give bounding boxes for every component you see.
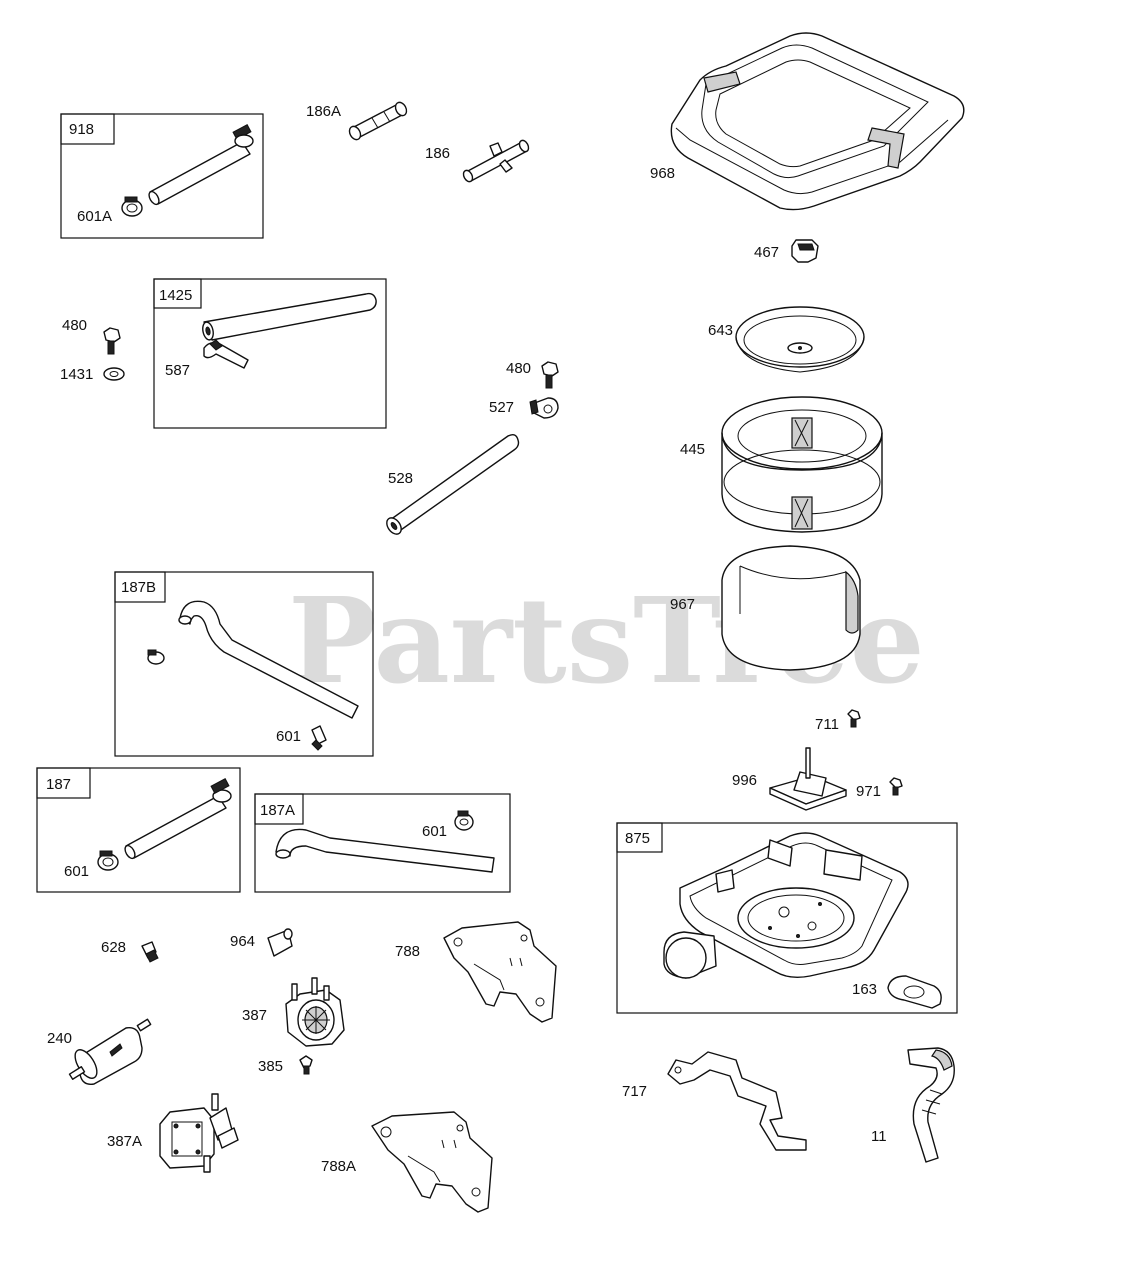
part-clamp-601-187[interactable] (97, 850, 119, 871)
part-fuel-line-187[interactable] (123, 778, 232, 860)
label-480-mid: 480 (506, 360, 531, 377)
part-air-filter-445[interactable] (721, 396, 883, 533)
kit-box-875[interactable]: 875 (616, 822, 958, 1014)
label-601-187B: 601 (276, 728, 301, 745)
part-washer-1431[interactable] (103, 367, 125, 381)
label-240: 240 (47, 1030, 72, 1047)
kit-box-187B[interactable]: 187B (114, 571, 374, 757)
label-964: 964 (230, 933, 255, 950)
part-hose-187A[interactable] (275, 828, 495, 873)
part-cap-964[interactable] (267, 928, 293, 957)
kit-label-187A: 187A (260, 802, 295, 819)
kit-label-1425: 1425 (159, 287, 192, 304)
kit-box-1425[interactable]: 1425 (153, 278, 387, 429)
part-connector-186A[interactable] (347, 100, 408, 141)
kit-label-187B: 187B (121, 579, 156, 596)
label-186: 186 (425, 145, 450, 162)
kit-label-875: 875 (625, 830, 650, 847)
label-527: 527 (489, 399, 514, 416)
kit-box-918[interactable]: 918 (60, 113, 264, 239)
label-385: 385 (258, 1058, 283, 1075)
part-screw-971[interactable] (889, 777, 903, 796)
label-1431: 1431 (60, 366, 93, 383)
label-11: 11 (871, 1128, 887, 1145)
label-968: 968 (650, 165, 675, 182)
part-clamp-527[interactable] (529, 397, 559, 419)
label-163: 163 (852, 981, 877, 998)
label-601-187A: 601 (422, 823, 447, 840)
part-breather-hose-11[interactable] (907, 1047, 955, 1163)
part-fitting-628[interactable] (141, 941, 159, 963)
kit-box-187[interactable]: 187 (36, 767, 241, 893)
kit-label-918: 918 (69, 121, 94, 138)
part-pre-cleaner-643[interactable] (735, 306, 865, 373)
label-967: 967 (670, 596, 695, 613)
part-knob-467[interactable] (791, 239, 819, 263)
label-788A: 788A (321, 1158, 356, 1175)
part-fuel-pump-387[interactable] (285, 977, 345, 1047)
kit-box-187A[interactable]: 187A (254, 793, 511, 893)
part-bolt-480-left[interactable] (103, 327, 121, 355)
label-788: 788 (395, 943, 420, 960)
part-fuel-line-918[interactable] (147, 124, 254, 206)
part-hose-1425[interactable] (201, 292, 377, 341)
part-hose-187B[interactable] (178, 600, 359, 719)
part-pre-cleaner-967[interactable] (721, 545, 861, 671)
part-fuel-filter-240[interactable] (68, 1018, 152, 1085)
label-587: 587 (165, 362, 190, 379)
label-601A: 601A (77, 208, 112, 225)
label-601-187: 601 (64, 863, 89, 880)
part-bolt-480-mid[interactable] (541, 361, 559, 389)
label-467: 467 (754, 244, 779, 261)
part-clip-587[interactable] (203, 339, 249, 369)
part-clamp-187B-small[interactable] (147, 649, 165, 665)
label-717: 717 (622, 1083, 647, 1100)
label-387: 387 (242, 1007, 267, 1024)
part-air-cleaner-cover-968[interactable] (670, 32, 965, 211)
label-996: 996 (732, 772, 757, 789)
kit-label-187: 187 (46, 776, 71, 793)
part-clamp-601-187B[interactable] (311, 725, 327, 751)
label-643: 643 (708, 322, 733, 339)
part-base-875[interactable] (663, 832, 909, 979)
part-hose-528[interactable] (384, 433, 520, 537)
part-bracket-788A[interactable] (371, 1111, 493, 1213)
label-971: 971 (856, 783, 881, 800)
part-fuel-pump-387A[interactable] (159, 1093, 239, 1173)
part-bracket-788[interactable] (443, 921, 557, 1023)
part-screw-711[interactable] (847, 709, 861, 728)
label-480-left: 480 (62, 317, 87, 334)
label-445: 445 (680, 441, 705, 458)
part-screw-385[interactable] (299, 1055, 313, 1075)
part-clamp-601A[interactable] (121, 196, 143, 217)
part-tee-186[interactable] (462, 139, 531, 183)
label-186A: 186A (306, 103, 341, 120)
part-clamp-601-187A[interactable] (454, 810, 474, 831)
part-bracket-717[interactable] (667, 1051, 807, 1151)
label-711: 711 (815, 716, 839, 733)
label-528: 528 (388, 470, 413, 487)
label-628: 628 (101, 939, 126, 956)
part-bracket-996[interactable] (769, 747, 847, 811)
label-387A: 387A (107, 1133, 142, 1150)
part-gasket-163[interactable] (887, 975, 942, 1009)
